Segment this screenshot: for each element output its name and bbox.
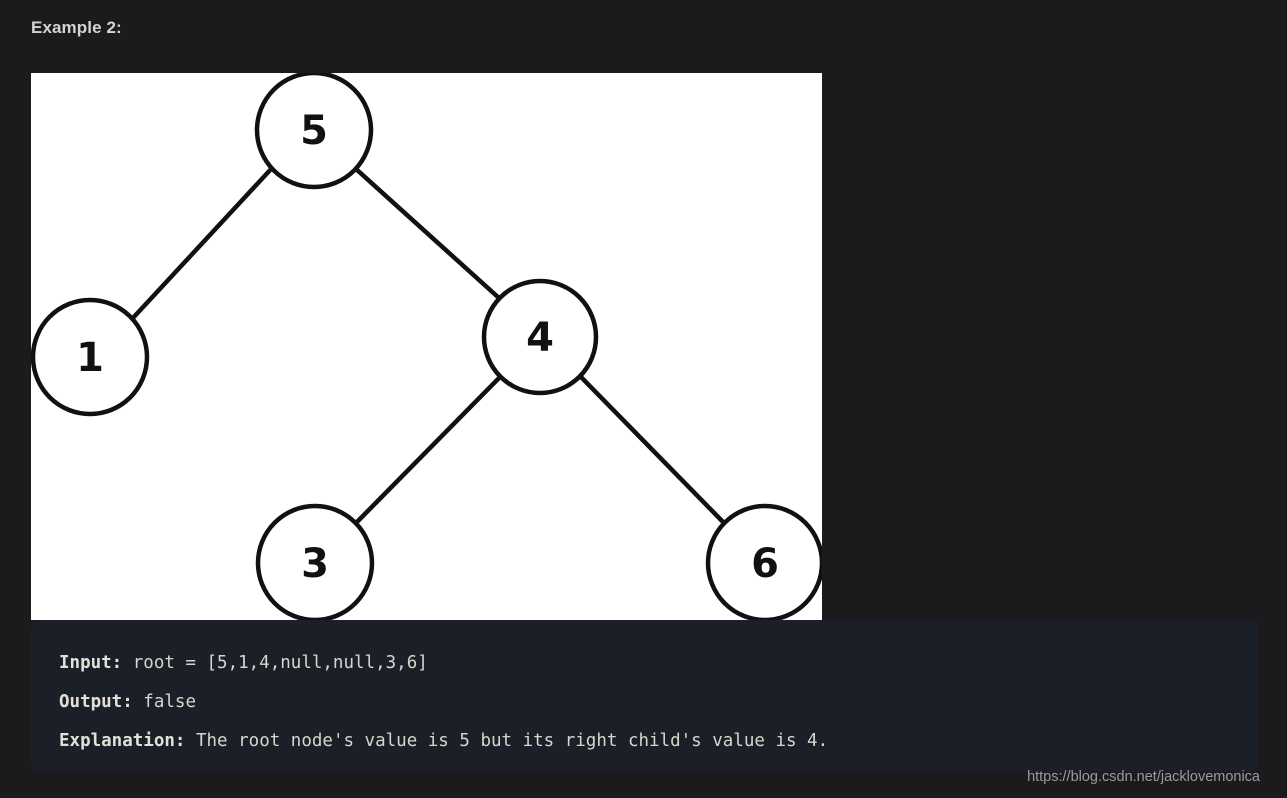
example-code-block: Input: root = [5,1,4,null,null,3,6] Outp… xyxy=(31,620,1258,772)
code-label-explanation: Explanation: xyxy=(59,731,186,751)
tree-node-3-circle xyxy=(255,503,375,620)
code-value-explanation: The root node's value is 5 but its right… xyxy=(185,731,829,751)
code-line-explanation: Explanation: The root node's value is 5 … xyxy=(59,722,1230,761)
tree-node-3-label: 3 xyxy=(301,541,329,587)
tree-node-5-label: 5 xyxy=(300,108,328,154)
tree-node-1-circle xyxy=(31,297,150,417)
tree-node-1-label: 1 xyxy=(76,335,104,381)
edge-4-to-3 xyxy=(352,374,503,527)
page-title: Example 2: xyxy=(31,18,122,37)
code-value-output: false xyxy=(132,692,196,712)
code-line-input: Input: root = [5,1,4,null,null,3,6] xyxy=(59,644,1230,683)
binary-tree-figure: 5 1 4 3 6 xyxy=(31,73,822,620)
tree-node-6-label: 6 xyxy=(751,541,779,587)
code-label-input: Input: xyxy=(59,653,123,673)
edge-5-to-4 xyxy=(354,167,501,300)
binary-tree-svg: 5 1 4 3 6 xyxy=(31,73,822,620)
watermark-url: https://blog.csdn.net/jacklovemonica xyxy=(1027,769,1260,785)
tree-node-4-circle xyxy=(481,278,599,396)
tree-node-5-circle xyxy=(254,73,374,190)
edge-4-to-6 xyxy=(578,374,728,527)
code-value-input: root = [5,1,4,null,null,3,6] xyxy=(122,653,428,673)
tree-node-4-label: 4 xyxy=(526,315,554,361)
code-label-output: Output: xyxy=(59,692,133,712)
edge-5-to-1 xyxy=(130,166,274,321)
code-line-output: Output: false xyxy=(59,683,1230,722)
tree-node-6-circle xyxy=(705,503,822,620)
